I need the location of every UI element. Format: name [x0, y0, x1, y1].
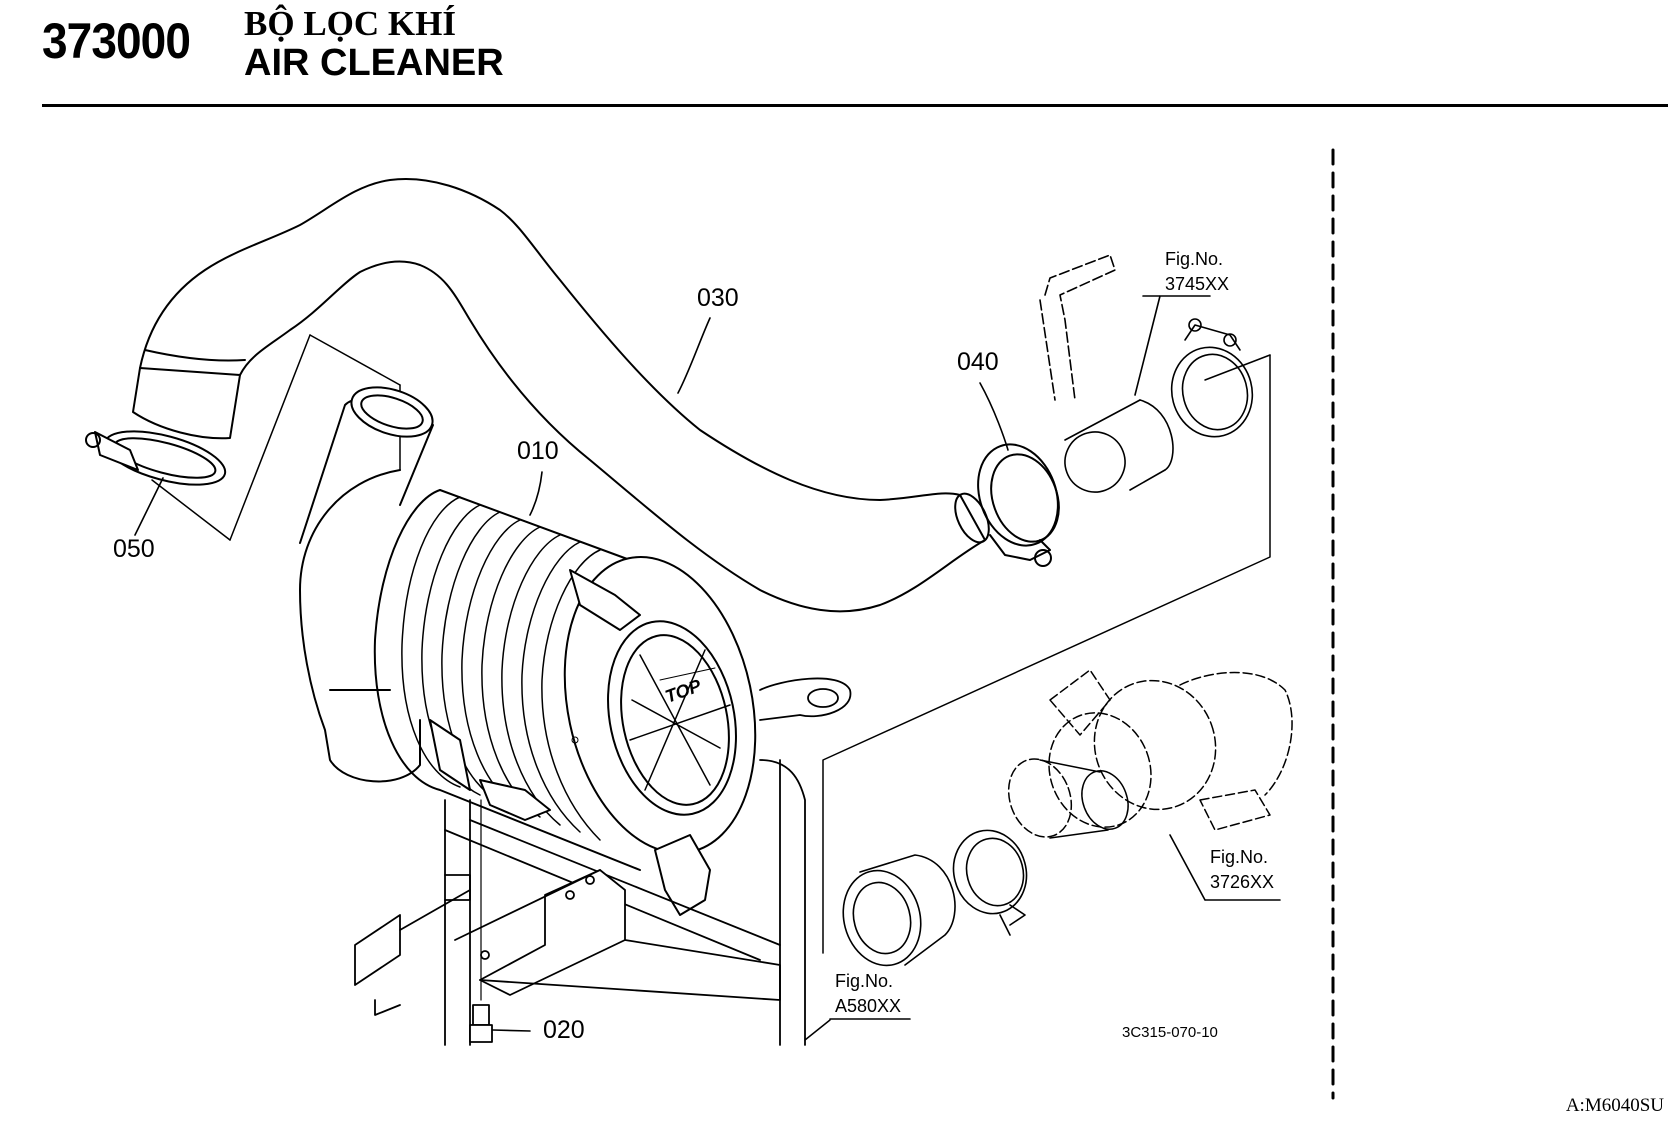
air-cleaner-body-010: TOP: [299, 386, 757, 916]
title-english: AIR CLEANER: [244, 42, 504, 84]
drawing-code: 3C315-070-10: [1122, 1024, 1218, 1041]
callout-030: 030: [697, 284, 739, 312]
callout-020: 020: [543, 1016, 585, 1044]
ref-3745xx-number: 3745XX: [1165, 274, 1229, 294]
hose-clamp-050: [85, 430, 227, 486]
page-header: 373000 BỘ LỌC KHÍ AIR CLEANER: [42, 0, 1670, 110]
leader-040: [979, 382, 1009, 451]
hose-clamp-040: [977, 443, 1060, 567]
title-vietnamese: BỘ LỌC KHÍ: [244, 4, 456, 43]
ref-3726xx-number: 3726XX: [1210, 872, 1274, 892]
pipe-fitting-3745xx: [1039, 254, 1116, 401]
turbo-connector-pipe: [1007, 758, 1129, 839]
callout-040: 040: [957, 348, 999, 376]
leader-010: [529, 471, 543, 516]
ref-3745xx-label: Fig.No.: [1165, 249, 1223, 269]
leader-lines: [134, 295, 1281, 1032]
figure-number: 373000: [42, 13, 191, 69]
intake-hose-030: [132, 178, 990, 613]
bracket-outline-050: [151, 334, 401, 541]
leader-030: [677, 317, 711, 394]
callout-050: 050: [113, 535, 155, 563]
header-rule: [42, 104, 1668, 107]
leader-3726xx: [1169, 834, 1281, 901]
footer-code: A:M6040SU: [1565, 1095, 1664, 1116]
callout-010: 010: [517, 437, 559, 465]
ref-a580xx-label: Fig.No.: [835, 971, 893, 991]
leader-3745xx: [1134, 295, 1211, 396]
lower-hose-clamp: [952, 829, 1028, 936]
mounting-frame: [354, 677, 852, 1046]
leader-050: [134, 477, 164, 536]
turbocharger-3726xx: [1048, 669, 1293, 831]
ref-a580xx-number: A580XX: [835, 996, 901, 1016]
lower-hose-sleeve: [842, 854, 956, 967]
ref-3726xx-label: Fig.No.: [1210, 847, 1268, 867]
leader-020: [492, 1029, 531, 1032]
tube-connector-3745xx: [1064, 318, 1254, 493]
